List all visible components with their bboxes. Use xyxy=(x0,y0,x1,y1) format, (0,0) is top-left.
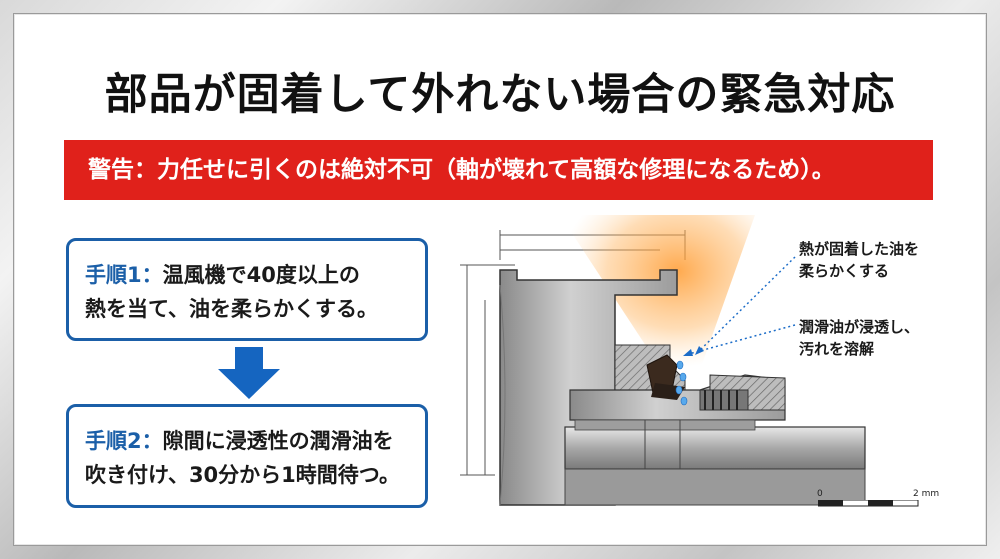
step-2-box: 手順2：隙間に浸透性の潤滑油を 吹き付け、30分から1時間待つ。 xyxy=(66,404,428,508)
annotation-heat-line2: 柔らかくする xyxy=(799,262,890,280)
page-title: 部品が固着して外れない場合の緊急対応 xyxy=(104,70,896,120)
scale-label-end: 2 mm xyxy=(913,489,940,499)
annotation-oil: 潤滑油が浸透し、 汚れを溶解 xyxy=(799,316,919,360)
bearing-cross-section-diagram xyxy=(460,215,866,506)
step-2-line2: 吹き付け、30分から1時間待つ。 xyxy=(85,463,400,487)
scale-bar xyxy=(818,500,919,507)
step-2-label: 手順2： xyxy=(85,429,163,453)
step-1-box: 手順1：温風機で40度以上の 熱を当て、油を柔らかくする。 xyxy=(66,238,428,341)
step-1-line2: 熱を当て、油を柔らかくする。 xyxy=(85,297,378,321)
annotation-heat: 熱が固着した油を 柔らかくする xyxy=(799,238,919,282)
warning-banner: 警告：力任せに引くのは絶対不可（軸が壊れて高額な修理になるため）。 xyxy=(64,140,933,200)
annotation-heat-line1: 熱が固着した油を xyxy=(799,240,920,258)
annotation-oil-line1: 潤滑油が浸透し、 xyxy=(799,318,920,336)
annotation-oil-line2: 汚れを溶解 xyxy=(799,340,875,358)
arrow-down-icon xyxy=(218,347,280,399)
step-1-label: 手順1： xyxy=(85,263,163,287)
scale-label-start: 0 xyxy=(817,489,823,499)
step-1-line1: 温風機で40度以上の xyxy=(162,263,360,287)
step-2-line1: 隙間に浸透性の潤滑油を xyxy=(162,429,394,453)
